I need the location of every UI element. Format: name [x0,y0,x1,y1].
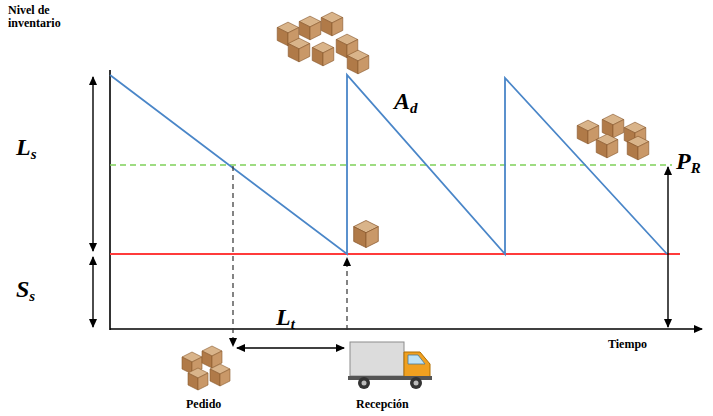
lead-time-markers [233,166,347,346]
dimension-label: Lt [276,304,295,330]
axis-title: Tiempo [608,338,647,351]
box-pile-large [277,12,369,74]
delivery-truck [348,342,432,389]
dimension-label: Ls [16,134,37,160]
order-boxes [182,346,230,390]
dimension-label: PR [676,148,701,174]
inventory-sawtooth [110,75,667,254]
dimension-label: Ss [16,276,35,302]
safety-stock-line [110,253,680,255]
reorder-point-line [110,164,672,166]
icon-caption: Recepción [356,398,409,411]
curve-label: Ad [394,88,418,114]
dimension-arrows [93,77,668,348]
icon-caption: Pedido [186,398,221,411]
axis-title: Nivel de inventario [8,4,80,30]
axes [110,70,702,330]
box-pile-medium [577,114,649,160]
single-box [354,220,379,247]
